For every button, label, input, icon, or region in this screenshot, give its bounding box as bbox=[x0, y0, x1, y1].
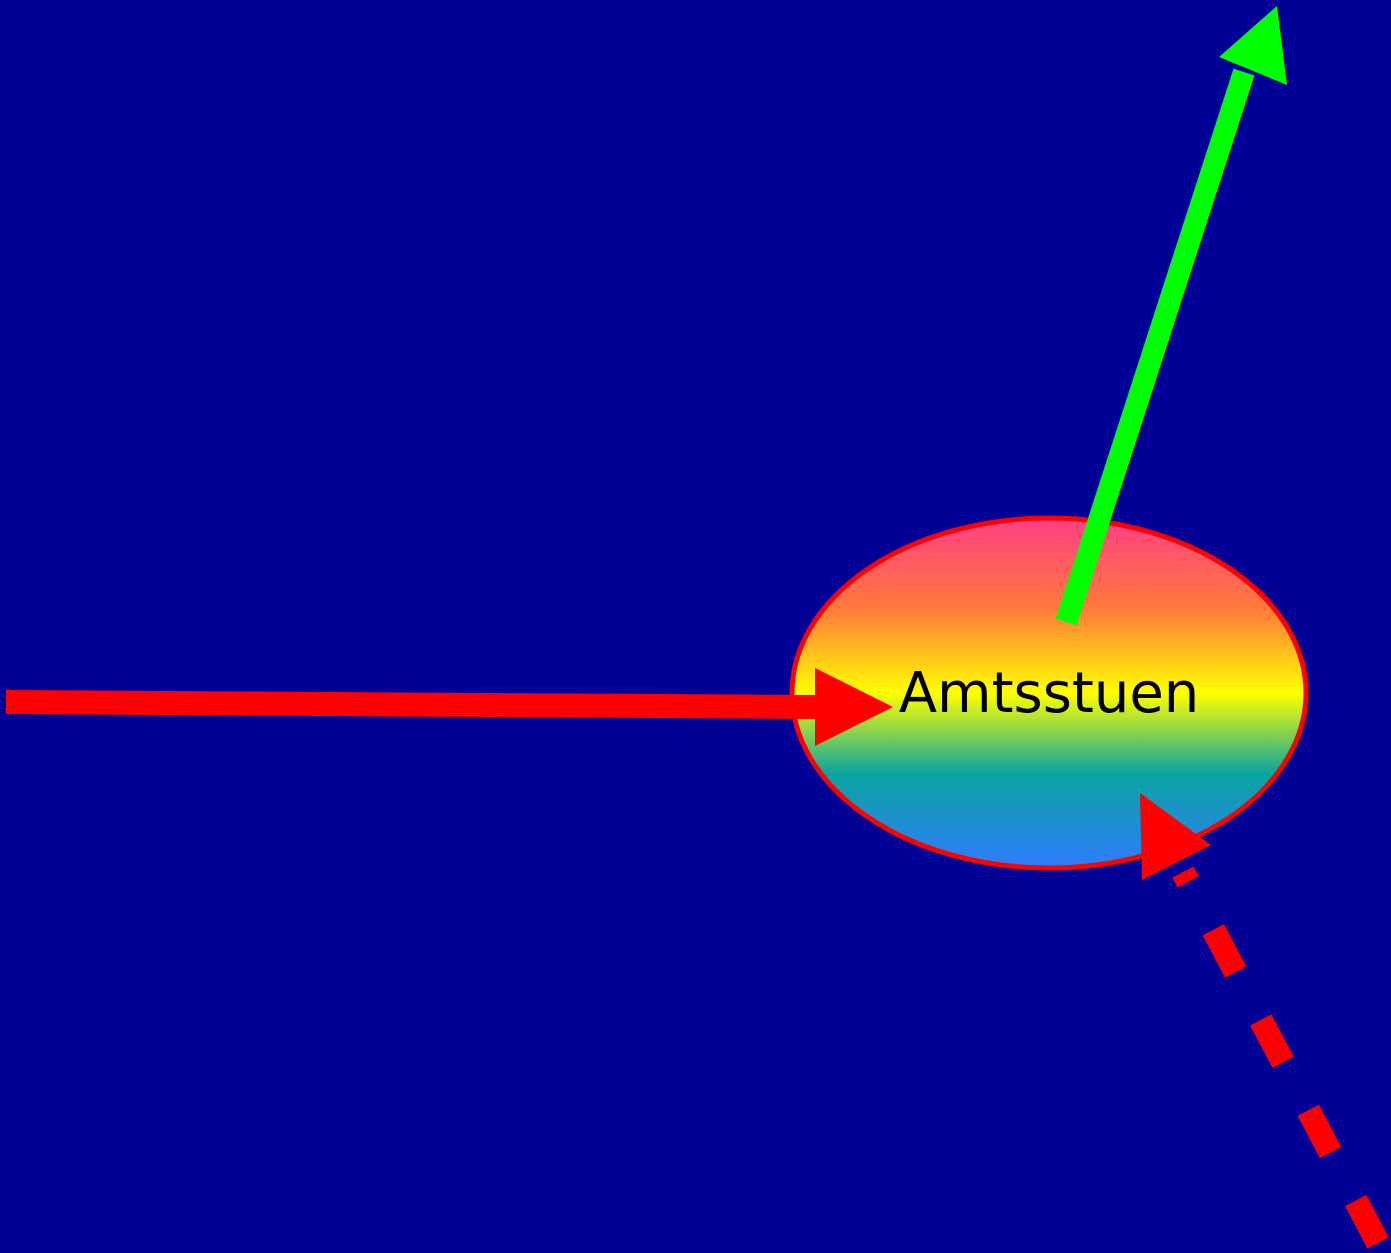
arrow-outgoing-up-head bbox=[1219, 6, 1287, 85]
node-label: Amtsstuen bbox=[899, 661, 1200, 726]
arrow-incoming-left-shaft bbox=[5, 690, 816, 719]
arrow-outgoing-up bbox=[1055, 6, 1287, 626]
arrow-incoming-left-head bbox=[815, 668, 893, 746]
arrow-incoming-left bbox=[5, 668, 893, 746]
arrow-incoming-bottom-right bbox=[1140, 793, 1389, 1249]
arrow-incoming-bottom-right-head bbox=[1140, 793, 1211, 880]
node-amtsstuen bbox=[789, 515, 1309, 871]
arrow-outgoing-up-shaft bbox=[1055, 68, 1255, 626]
arrow-incoming-bottom-right-shaft bbox=[1172, 866, 1389, 1249]
